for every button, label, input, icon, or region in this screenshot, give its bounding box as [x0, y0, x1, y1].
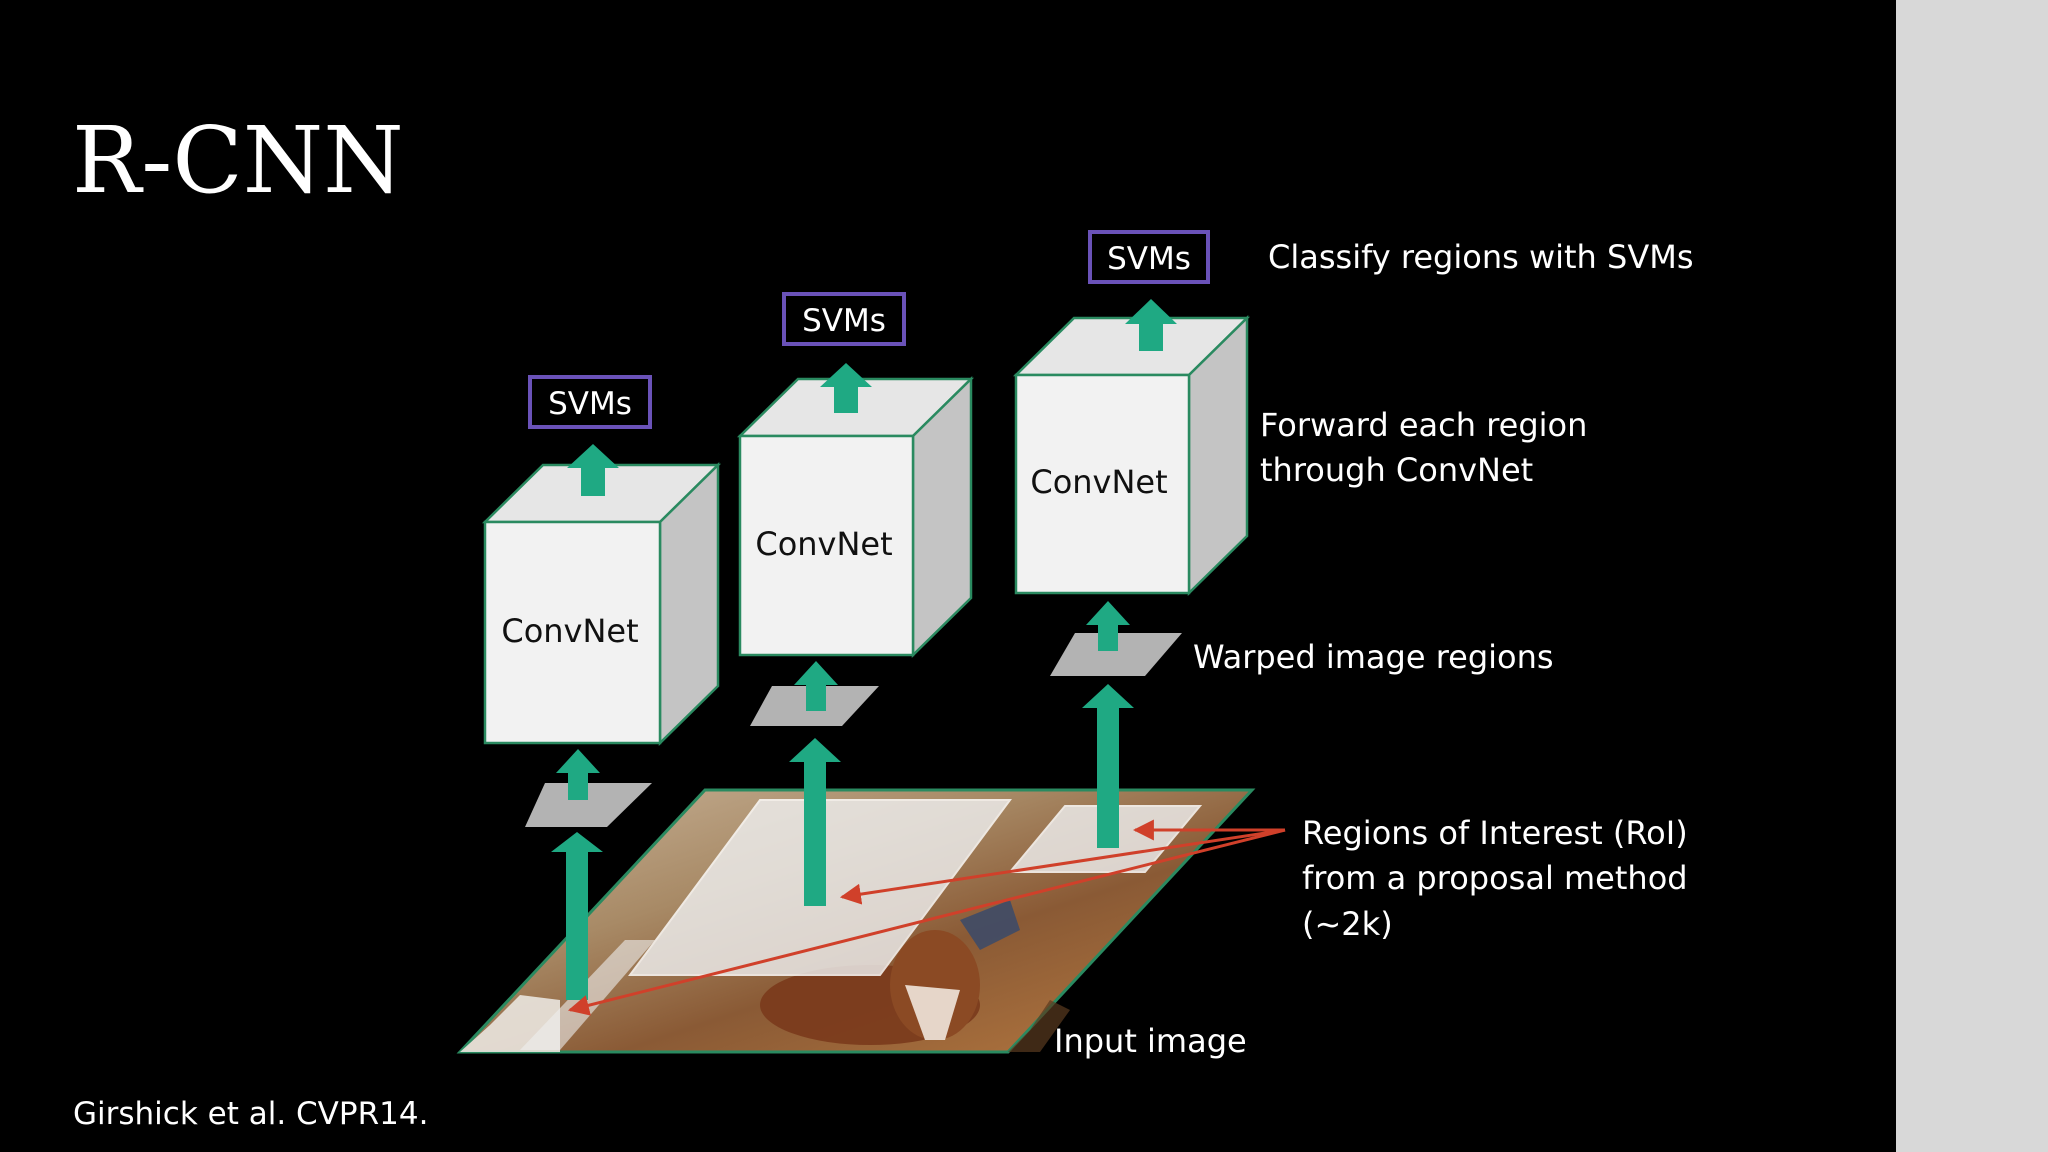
label-roi-line3: (~2k) [1302, 905, 1393, 943]
svm-box-1: SVMs [528, 375, 652, 429]
warped-patch-1 [525, 783, 652, 827]
label-roi-line1: Regions of Interest (RoI) [1302, 814, 1688, 852]
short-arrow-1 [556, 749, 600, 800]
convnet-box-1: ConvNet [481, 462, 722, 746]
short-arrow-3 [1086, 601, 1130, 651]
svm-arrow-2 [820, 363, 872, 413]
convnet-box-3: ConvNet [1012, 315, 1251, 596]
svm-arrow-1 [567, 444, 619, 496]
svm-label-2: SVMs [802, 303, 886, 339]
svm-arrow-3 [1125, 299, 1177, 351]
label-forward-line2: through ConvNet [1260, 451, 1533, 489]
svm-box-3: SVMs [1088, 230, 1210, 284]
warped-patch-3 [1050, 633, 1182, 676]
long-arrow-2 [789, 738, 841, 906]
convnet-label-1: ConvNet [501, 612, 638, 650]
svm-label-3: SVMs [1107, 241, 1191, 277]
svm-label-1: SVMs [548, 386, 632, 422]
short-arrow-2 [794, 661, 838, 711]
citation: Girshick et al. CVPR14. [73, 1096, 428, 1132]
convnet-label-3: ConvNet [1030, 463, 1167, 501]
slide: R-CNN ConvNet ConvNet [72, 107, 1694, 1132]
roi-pointers [567, 819, 1286, 1016]
long-arrow-3 [1082, 684, 1134, 848]
long-arrow-1 [551, 832, 603, 1000]
convnet-box-2: ConvNet [736, 376, 975, 658]
label-classify-regions: Classify regions with SVMs [1268, 238, 1693, 276]
label-warped-regions: Warped image regions [1193, 638, 1554, 676]
page-title: R-CNN [72, 107, 404, 214]
rcnn-diagram: R-CNN ConvNet ConvNet [72, 107, 1693, 1132]
convnet-label-2: ConvNet [755, 525, 892, 563]
label-forward-line1: Forward each region [1260, 406, 1587, 444]
label-roi-line2: from a proposal method [1302, 859, 1688, 897]
right-gray-panel [1896, 0, 2048, 1152]
label-input-image: Input image [1054, 1022, 1247, 1060]
svm-box-2: SVMs [782, 292, 906, 346]
